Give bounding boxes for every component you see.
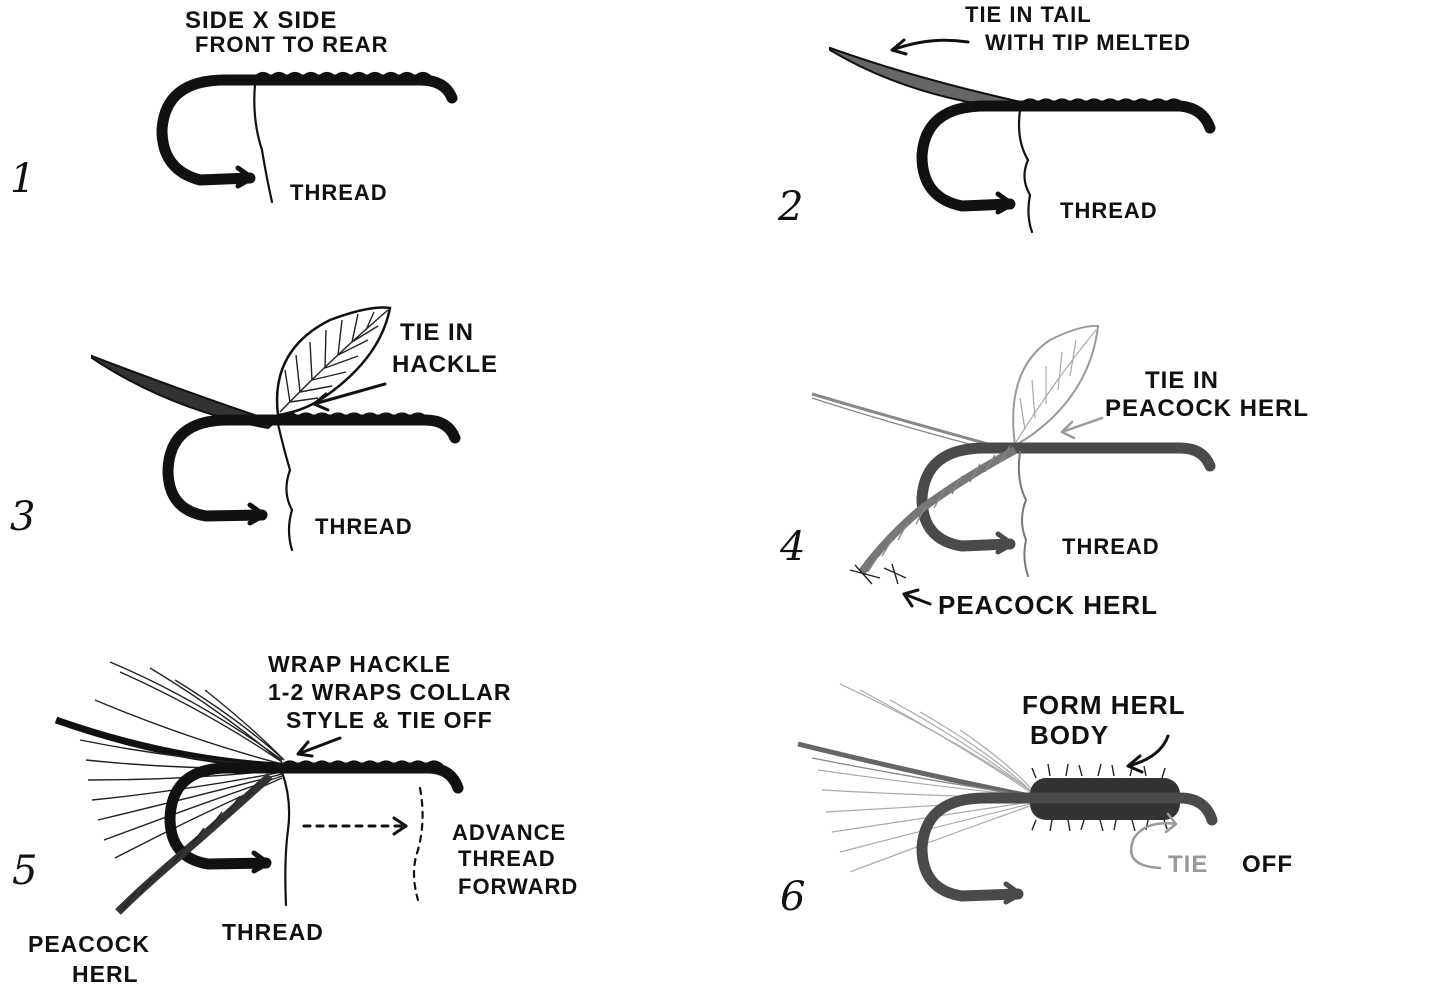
step-3-label-line1: TIE IN: [400, 319, 474, 346]
step-5-herl-label-line2: HERL: [72, 961, 139, 987]
step-4-label-line2: PEACOCK HERL: [1105, 395, 1309, 422]
step-5-herl-label-line1: PEACOCK: [28, 931, 150, 957]
step-3-thread: [278, 424, 292, 550]
step-4-arrow: [1062, 418, 1102, 438]
step-6: 6 FORM HERL BODY TIE OFF: [780, 684, 1293, 920]
step-5-advance-line2: THREAD: [458, 846, 556, 871]
step-2-number: 2: [777, 184, 803, 230]
step-1-thread: [254, 84, 272, 202]
step-4-thread: [1019, 452, 1028, 576]
step-2: 2 TIE IN TAIL WITH TIP MELTED THREAD: [777, 2, 1210, 232]
step-5-label-line2: 1-2 WRAPS COLLAR: [268, 679, 511, 705]
step-1-label-line1: SIDE X SIDE: [185, 7, 337, 34]
step-2-hook: [922, 106, 1210, 206]
step-4-label-line1: TIE IN: [1145, 367, 1219, 394]
step-5-advance-line1: ADVANCE: [452, 820, 566, 845]
step-3-thread-label: THREAD: [315, 514, 413, 539]
step-4-number: 4: [779, 524, 805, 570]
step-1-thread-label: THREAD: [290, 180, 388, 205]
step-6-hackle-fibers: [798, 684, 1034, 872]
step-5-number: 5: [12, 848, 37, 894]
step-4-herl-label: PEACOCK HERL: [938, 590, 1158, 620]
step-2-thread-label: THREAD: [1060, 198, 1158, 223]
step-2-arrow: [892, 40, 968, 54]
step-4-thread-label: THREAD: [1062, 534, 1160, 559]
step-5-label-line1: WRAP HACKLE: [268, 651, 451, 677]
step-4-hook: [922, 448, 1210, 546]
step-1-hook: [162, 80, 452, 180]
step-1-number: 1: [10, 156, 35, 202]
step-5-advanced-thread: [414, 788, 423, 900]
step-5-label-line3: STYLE & TIE OFF: [286, 707, 493, 733]
step-5-thread-label: THREAD: [222, 919, 324, 945]
step-6-number: 6: [780, 874, 805, 920]
step-6-tieoff-label-word2: OFF: [1242, 851, 1293, 878]
step-1-label-line2: FRONT TO REAR: [195, 32, 388, 57]
step-2-label-line1: TIE IN TAIL: [965, 2, 1092, 27]
step-4-herl-arrow: [904, 590, 930, 606]
step-4-hackle-feather: [1013, 326, 1098, 445]
step-2-thread: [1019, 110, 1032, 232]
step-1: 1 SIDE X SIDE FRONT TO REAR THREAD: [10, 7, 452, 205]
step-5-wrap-arrow: [298, 738, 340, 756]
step-6-tieoff-label-word1: TIE: [1168, 851, 1208, 878]
step-3-hook: [168, 420, 455, 516]
step-3: 3 TIE IN HACKLE THREAD: [10, 308, 498, 551]
step-6-label-line1: FORM HERL: [1022, 690, 1186, 720]
step-5-hook: [170, 768, 458, 864]
step-5: 5 WRAP HACKLE 1-2 WR: [12, 651, 578, 987]
step-4-tail: [812, 394, 1010, 450]
step-3-label-line2: HACKLE: [392, 351, 498, 378]
step-3-number: 3: [10, 494, 35, 540]
step-2-label-line2: WITH TIP MELTED: [985, 30, 1191, 55]
step-4: 4 TIE IN PEACOCK HERL THREAD PEACOCK HER…: [779, 326, 1309, 620]
step-5-advance-line3: FORWARD: [458, 874, 578, 899]
step-5-thread: [282, 772, 289, 905]
step-6-label-line2: BODY: [1030, 720, 1109, 750]
step-6-body-arrow: [1128, 736, 1168, 772]
